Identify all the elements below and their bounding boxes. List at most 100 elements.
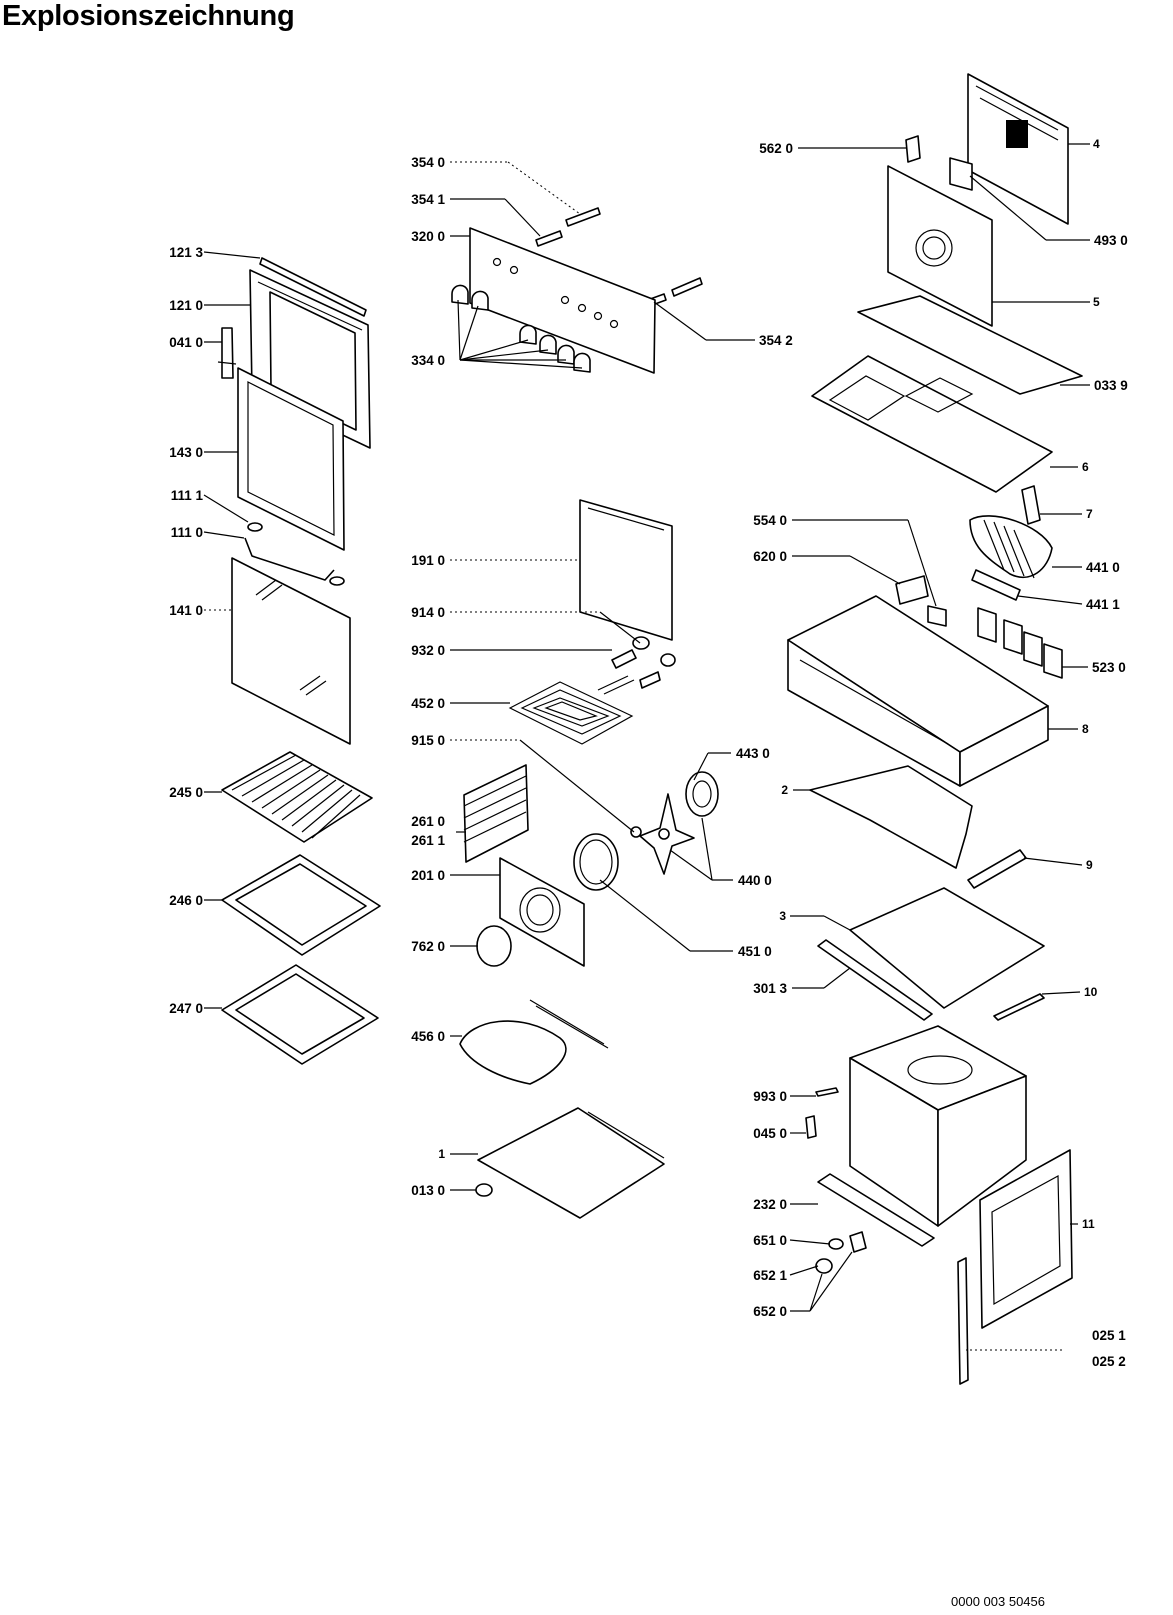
callout-11: 11: [1082, 1217, 1095, 1231]
part-relay: [927, 605, 947, 627]
callout-562-0: 562 0: [759, 141, 793, 156]
callout-456-0: 456 0: [411, 1029, 445, 1044]
part-fan-wheel: [639, 793, 695, 875]
part-door-hinge: [217, 327, 237, 379]
callout-041-0: 041 0: [169, 335, 203, 350]
callout-246-0: 246 0: [169, 893, 203, 908]
part-fan-ring: [573, 833, 619, 891]
callout-354-1: 354 1: [411, 192, 445, 207]
part-cover-disc: [476, 925, 512, 967]
callout-8: 8: [1082, 722, 1089, 736]
part-top-cover: [811, 355, 1053, 493]
part-fan-nut: [630, 826, 642, 838]
page-title: Explosionszeichnung: [2, 0, 295, 32]
callout-9: 9: [1086, 858, 1093, 872]
part-door-seal: [259, 257, 367, 317]
part-screw: [815, 1087, 839, 1097]
callout-201-0: 201 0: [411, 868, 445, 883]
part-foot: [475, 1183, 493, 1197]
callout-914-0: 914 0: [411, 605, 445, 620]
callout-554-0: 554 0: [753, 513, 787, 528]
part-fan-cover: [499, 857, 585, 967]
part-bottom-plate: [477, 1107, 665, 1219]
part-terminal-block: [971, 569, 1021, 601]
callout-354-2: 354 2: [759, 333, 793, 348]
callout-025-2: 025 2: [1092, 1354, 1126, 1369]
callout-320-0: 320 0: [411, 229, 445, 244]
callout-441-1: 441 1: [1086, 597, 1120, 612]
callout-261-1: 261 1: [411, 833, 445, 848]
part-connector: [895, 575, 929, 605]
part-inner-door-glass: [237, 367, 345, 551]
callout-915-0: 915 0: [411, 733, 445, 748]
part-wire-rack: [221, 751, 373, 843]
part-side-frame-11: [979, 1149, 1073, 1329]
callout-033-9: 033 9: [1094, 378, 1128, 393]
callout-013-0: 013 0: [411, 1183, 445, 1198]
callout-932-0: 932 0: [411, 643, 445, 658]
callout-523-0: 523 0: [1092, 660, 1126, 675]
callout-121-3: 121 3: [169, 245, 203, 260]
part-front-strip: [817, 1173, 935, 1247]
part-clip: [905, 135, 921, 163]
part-control-shafts: [535, 207, 703, 309]
callout-111-1: 111 1: [171, 488, 204, 503]
part-door-bracket: [244, 522, 345, 586]
callout-354-0: 354 0: [411, 155, 445, 170]
callout-5: 5: [1093, 295, 1100, 309]
part-switches: [977, 607, 1063, 679]
callout-443-0: 443 0: [736, 746, 770, 761]
callout-232-0: 232 0: [753, 1197, 787, 1212]
callout-111-0: 111 0: [171, 525, 203, 540]
part-strip-9: [967, 849, 1027, 889]
part-thermostat: [949, 157, 973, 191]
callout-993-0: 993 0: [753, 1089, 787, 1104]
document-number: 0000 003 50456: [951, 1594, 1045, 1609]
callout-143-0: 143 0: [169, 445, 203, 460]
callout-141-0: 141 0: [169, 603, 203, 618]
part-side-racks: [463, 764, 529, 863]
callout-1: 1: [438, 1147, 445, 1161]
callout-452-0: 452 0: [411, 696, 445, 711]
callout-245-0: 245 0: [169, 785, 203, 800]
callout-labels: 121 3 121 0 041 0 143 0 111 1 111 0 141 …: [169, 137, 1128, 1369]
callout-334-0: 334 0: [411, 353, 445, 368]
callout-440-0: 440 0: [738, 873, 772, 888]
callout-191-0: 191 0: [411, 553, 445, 568]
part-control-housing: [787, 595, 1049, 787]
callout-261-0: 261 0: [411, 814, 445, 829]
part-bracket-7: [1021, 485, 1041, 525]
part-deep-tray: [221, 964, 379, 1065]
leader-lines: [203, 143, 1090, 1351]
part-oven-cavity: [849, 1025, 1027, 1227]
callout-121-0: 121 0: [169, 298, 203, 313]
part-lower-heating-element: [459, 999, 609, 1085]
callout-045-0: 045 0: [753, 1126, 787, 1141]
part-baking-tray: [221, 854, 381, 956]
callout-6: 6: [1082, 460, 1089, 474]
callout-2: 2: [781, 783, 788, 797]
part-duct-2: [809, 765, 973, 869]
part-lamp-parts: [815, 1231, 867, 1274]
part-door-outer-glass: [231, 557, 351, 745]
callout-620-0: 620 0: [753, 549, 787, 564]
part-rear-panel: [967, 73, 1069, 225]
callout-441-0: 441 0: [1086, 560, 1120, 575]
part-control-panel: [469, 227, 656, 374]
callout-247-0: 247 0: [169, 1001, 203, 1016]
part-insulation: [857, 295, 1083, 395]
part-fan-motor: [685, 771, 719, 817]
callout-652-1: 652 1: [753, 1268, 787, 1283]
part-upper-heating-element: [508, 675, 635, 745]
callout-493-0: 493 0: [1094, 233, 1128, 248]
callout-025-1: 025 1: [1092, 1328, 1126, 1343]
part-rear-cover: [579, 499, 673, 641]
part-side-panel-3: [849, 887, 1045, 1009]
part-back-wall: [887, 165, 993, 327]
callout-651-0: 651 0: [753, 1233, 787, 1248]
callout-7: 7: [1086, 507, 1093, 521]
callout-301-3: 301 3: [753, 981, 787, 996]
part-side-rail-025: [957, 1257, 969, 1385]
callout-451-0: 451 0: [738, 944, 772, 959]
